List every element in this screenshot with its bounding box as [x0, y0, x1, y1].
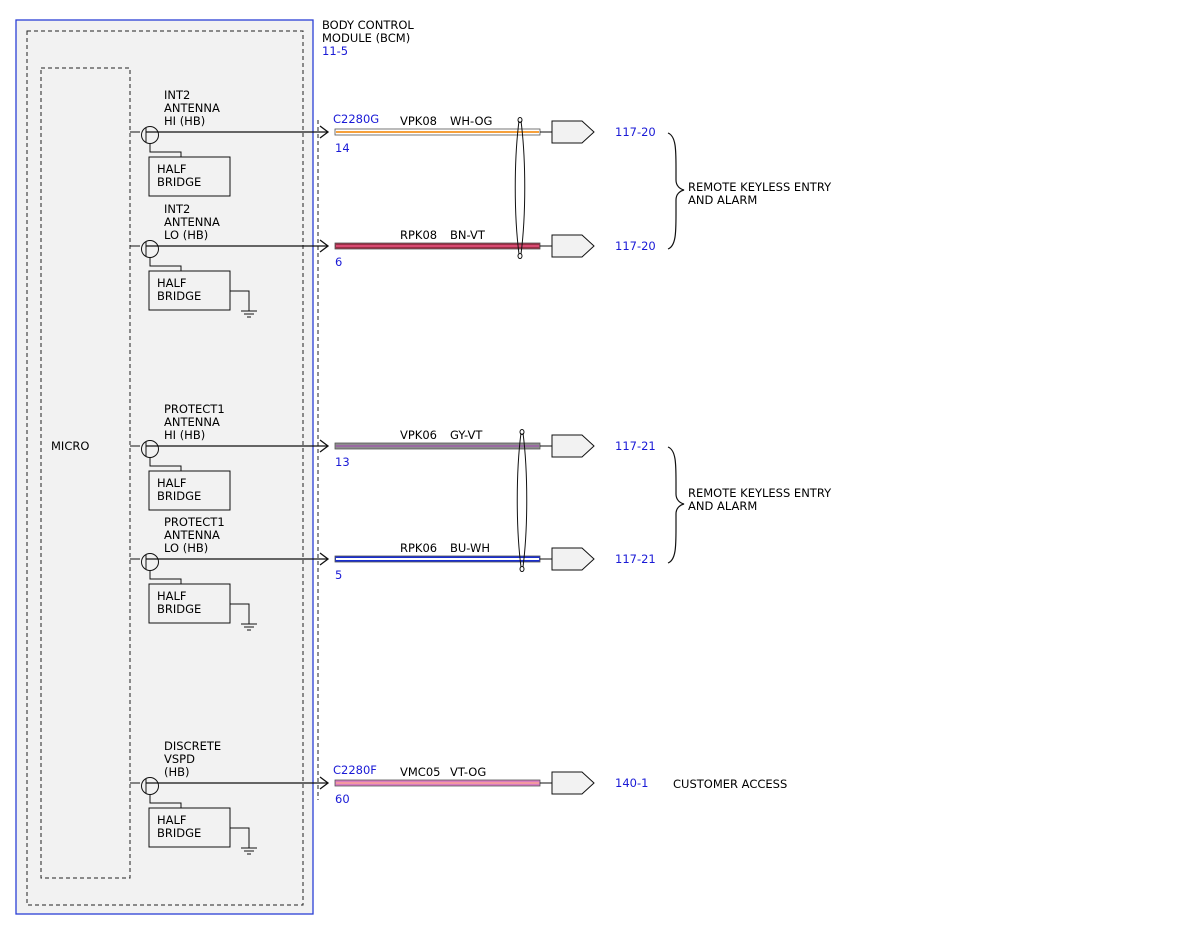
- half-bridge-label-line-1: HALF: [157, 589, 187, 603]
- half-bridge-label-line-2: BRIDGE: [157, 175, 201, 189]
- output-connector: [540, 120, 595, 144]
- pin-number: 60: [335, 792, 350, 806]
- pin-number: 13: [335, 455, 350, 469]
- connector-arrow: [319, 439, 330, 453]
- twisted-pair-2: [516, 429, 528, 572]
- half-bridge-label-line-2: BRIDGE: [157, 826, 201, 840]
- output-connector: [540, 547, 595, 571]
- circuit-1-label-line-1: INT2: [164, 88, 190, 102]
- half-bridge-label-line-1: HALF: [157, 276, 187, 290]
- pin-number: 6: [335, 255, 342, 269]
- module-title-line-2: MODULE (BCM): [322, 31, 410, 45]
- connector-arrow: [319, 239, 330, 253]
- half-bridge-label-line-1: HALF: [157, 476, 187, 490]
- connector-arrow: [319, 125, 330, 139]
- twisted-pair-1: [514, 117, 526, 259]
- destination-1-line-1: REMOTE KEYLESS ENTRY: [688, 180, 832, 194]
- ground-wire: [230, 290, 250, 311]
- connector-name: C2280F: [333, 763, 377, 777]
- micro-box: [40, 67, 131, 879]
- page-reference: 117-21: [615, 552, 656, 566]
- bridge-link: [149, 143, 182, 157]
- circuit-1-label-line-3: HI (HB): [164, 114, 205, 128]
- connector-arrow: [319, 552, 330, 566]
- destination-2-line-2: AND ALARM: [688, 499, 757, 513]
- bcm-module-box: [15, 19, 314, 915]
- circuit-5-label-line-2: VSPD: [164, 752, 195, 766]
- page-reference: 117-21: [615, 439, 656, 453]
- bridge-link: [149, 794, 182, 808]
- circuit-id: VPK08: [400, 114, 437, 128]
- circuit-3-label-line-1: PROTECT1: [164, 402, 225, 416]
- module-ref: 11-5: [322, 44, 348, 58]
- output-connector: [540, 434, 595, 458]
- brace-1: [667, 132, 685, 250]
- wire-color-code: BN-VT: [450, 228, 486, 242]
- output-connector: [540, 234, 595, 258]
- bridge-link: [149, 257, 182, 271]
- wire-color-code: BU-WH: [450, 541, 490, 555]
- half-bridge-label-line-2: BRIDGE: [157, 602, 201, 616]
- half-bridge-label-line-1: HALF: [157, 813, 187, 827]
- circuit-id: VPK06: [400, 428, 437, 442]
- connector-name: C2280G: [333, 112, 379, 126]
- page-reference: 117-20: [615, 125, 656, 139]
- page-reference: 117-20: [615, 239, 656, 253]
- wire-color-code: VT-OG: [450, 765, 486, 779]
- pin-number: 5: [335, 568, 342, 582]
- circuit-3-label-line-2: ANTENNA: [164, 415, 220, 429]
- micro-label: MICRO: [51, 439, 89, 453]
- module-title-line-1: BODY CONTROL: [322, 18, 414, 32]
- half-bridge-label-line-1: HALF: [157, 162, 187, 176]
- destination-3-label: CUSTOMER ACCESS: [673, 777, 787, 791]
- page-reference: 140-1: [615, 776, 648, 790]
- wire-color-code: WH-OG: [450, 114, 492, 128]
- pin-number: 14: [335, 141, 350, 155]
- half-bridge-box: [148, 156, 231, 197]
- circuit-1-label-line-2: ANTENNA: [164, 101, 220, 115]
- circuit-2-label-line-3: LO (HB): [164, 228, 208, 242]
- circuit-5-label-line-3: (HB): [164, 765, 190, 779]
- circuit-id: VMC05: [400, 765, 440, 779]
- circuit-4-label-line-1: PROTECT1: [164, 515, 225, 529]
- bcm-inner-boundary: [26, 30, 304, 906]
- connector-arrow: [319, 776, 330, 790]
- circuit-2-label-line-1: INT2: [164, 202, 190, 216]
- circuit-4-label-line-3: LO (HB): [164, 541, 208, 555]
- circuit-id: RPK06: [400, 541, 437, 555]
- bridge-link: [149, 570, 182, 584]
- half-bridge-label-line-2: BRIDGE: [157, 289, 201, 303]
- circuit-3-label-line-3: HI (HB): [164, 428, 205, 442]
- half-bridge-label-line-2: BRIDGE: [157, 489, 201, 503]
- half-bridge-box: [148, 470, 231, 511]
- ground-wire: [230, 827, 250, 848]
- bridge-link: [149, 457, 182, 471]
- ground-wire: [230, 603, 250, 624]
- destination-2-line-1: REMOTE KEYLESS ENTRY: [688, 486, 832, 500]
- circuit-5-label-line-1: DISCRETE: [164, 739, 221, 753]
- wire-color-code: GY-VT: [450, 428, 483, 442]
- circuit-2-label-line-2: ANTENNA: [164, 215, 220, 229]
- circuit-id: RPK08: [400, 228, 437, 242]
- circuit-4-label-line-2: ANTENNA: [164, 528, 220, 542]
- brace-2: [667, 446, 685, 564]
- output-connector: [540, 771, 595, 795]
- destination-1-line-2: AND ALARM: [688, 193, 757, 207]
